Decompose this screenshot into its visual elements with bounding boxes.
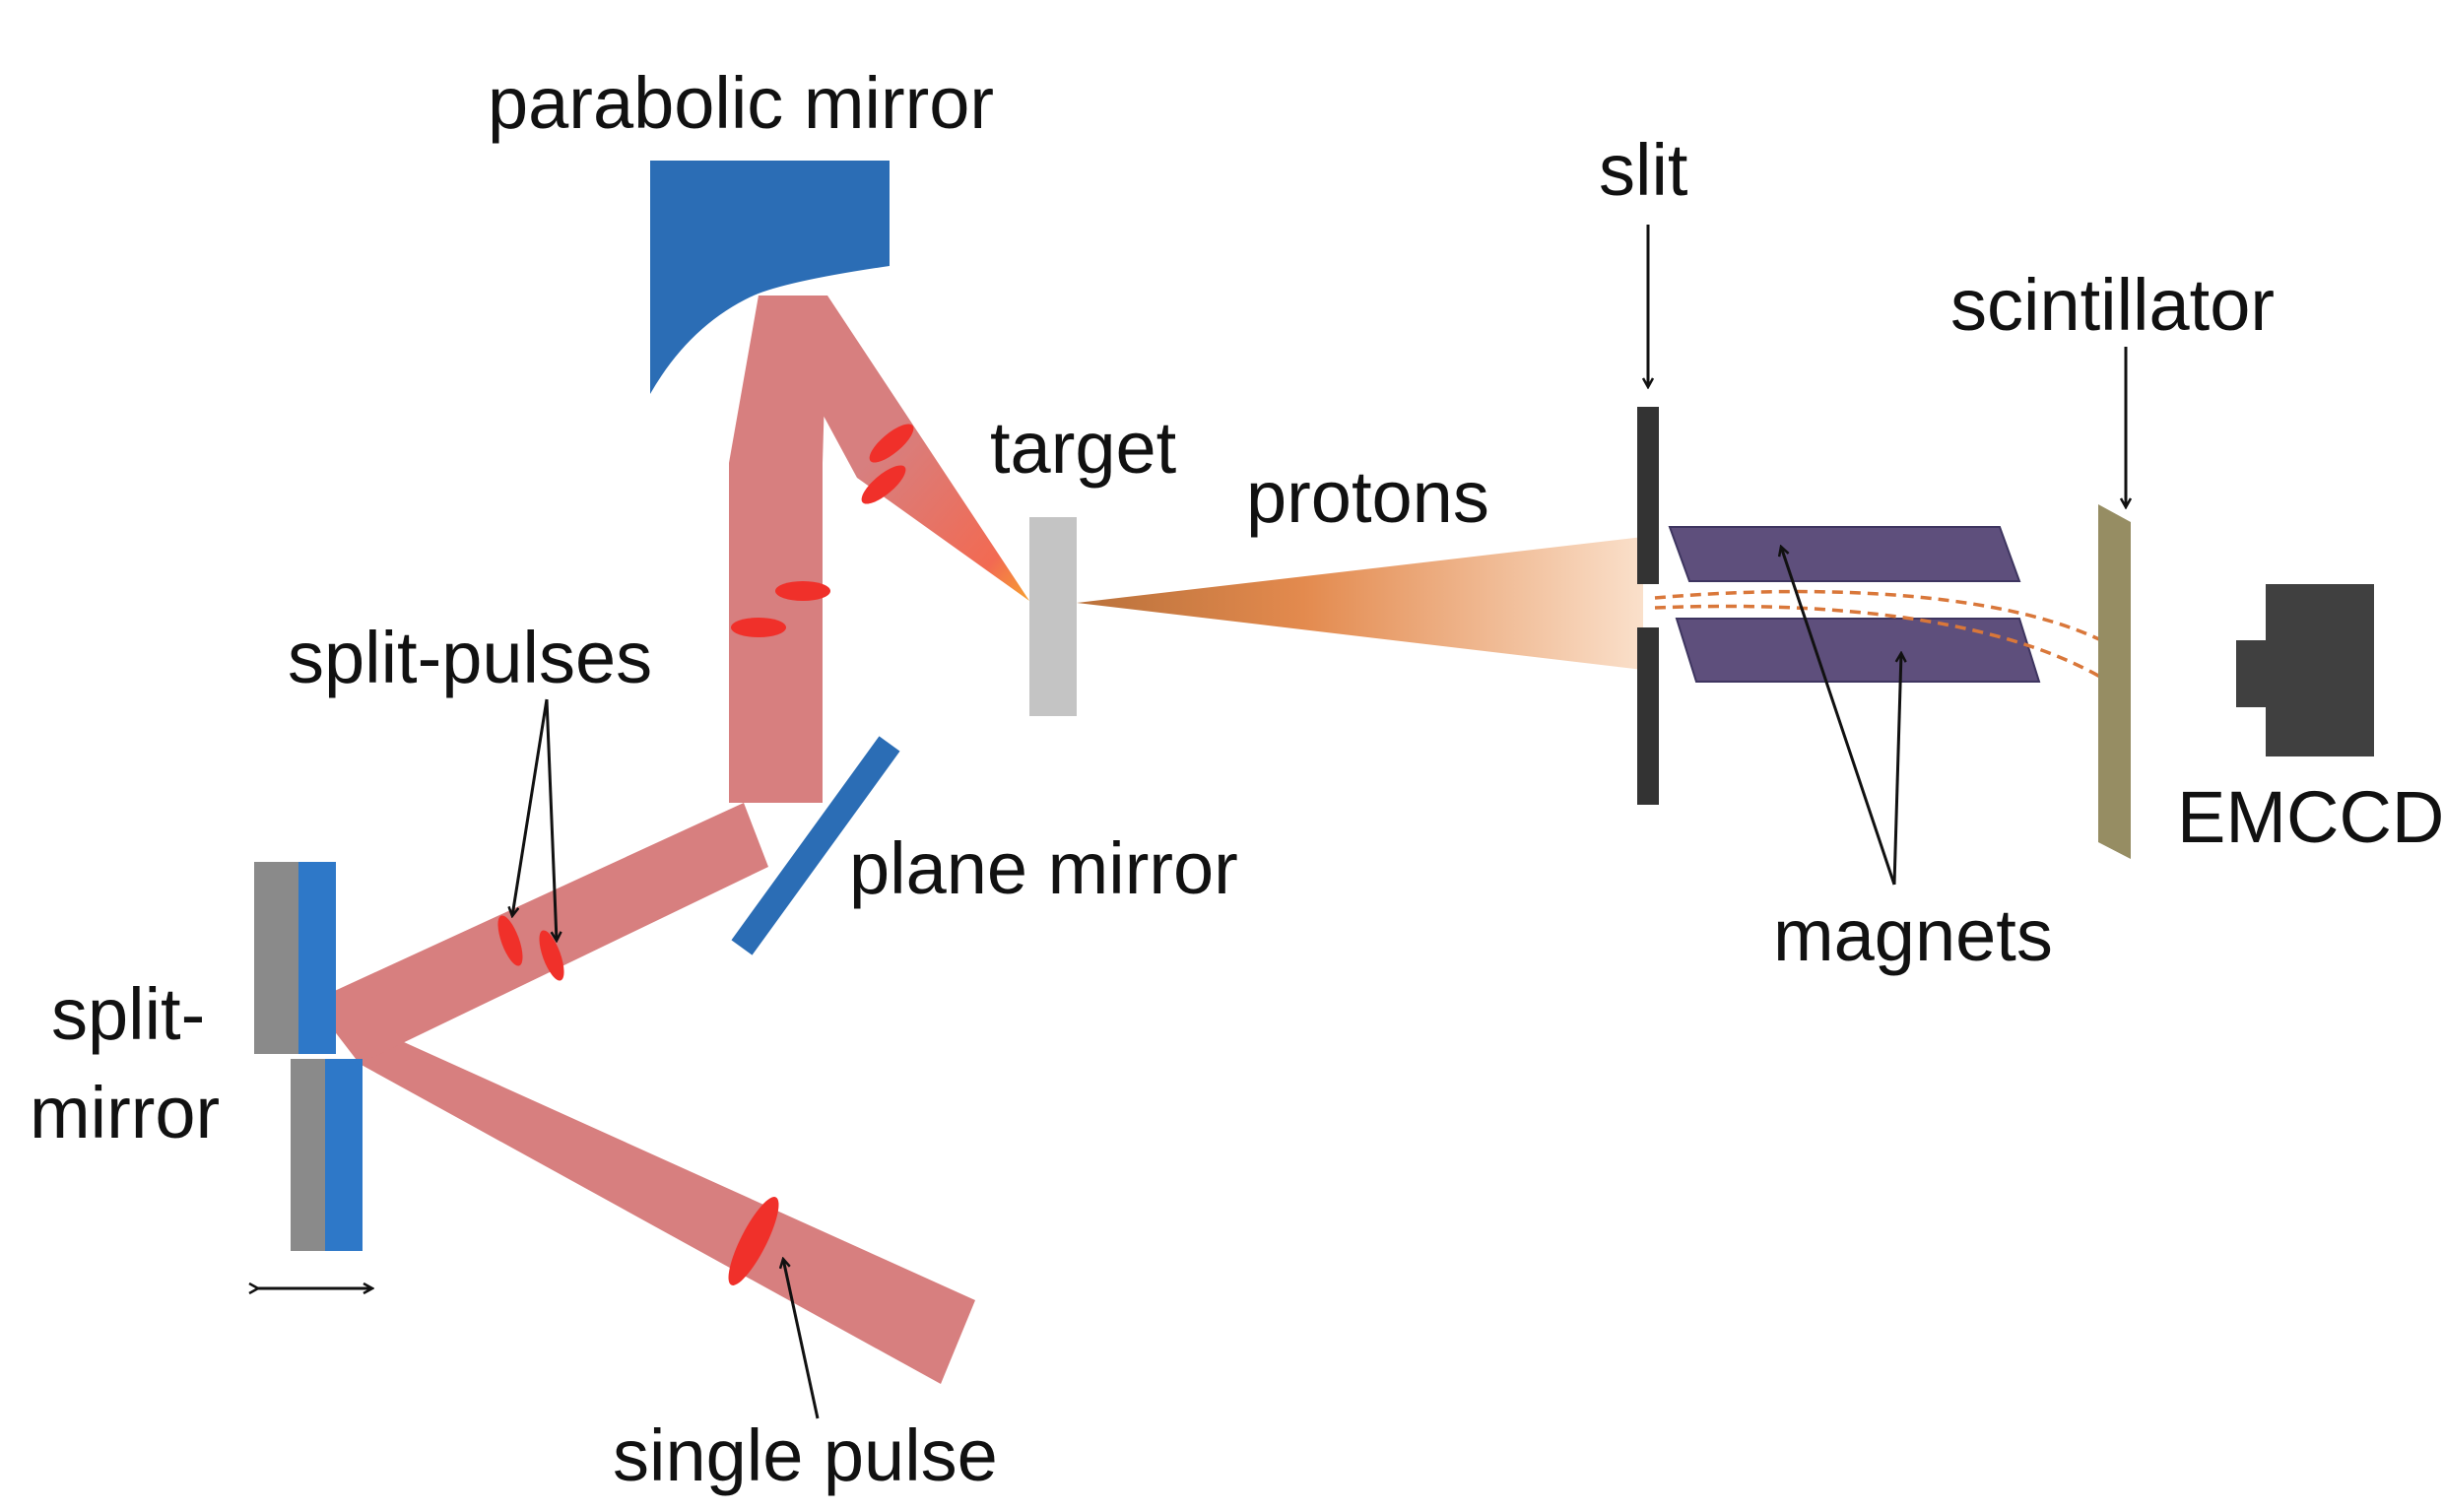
parabolic-mirror — [650, 161, 890, 394]
split-pulses-arrow — [512, 698, 549, 916]
trajectory — [1654, 589, 2129, 657]
single-pulse-arrow — [783, 1259, 820, 1419]
label-slit: slit — [1599, 129, 1688, 211]
label-scintillator: scintillator — [1950, 264, 2275, 346]
label-parabolic-mirror: parabolic mirror — [488, 62, 994, 144]
emccd-camera — [2236, 584, 2374, 756]
label-magnets: magnets — [1773, 894, 2053, 976]
label-split-mirror-line1: split- — [51, 973, 205, 1055]
label-emccd: EMCCD — [2177, 776, 2443, 858]
split-mirror-substrate-lower — [291, 1059, 330, 1251]
split-mirror-surface-upper — [298, 862, 336, 1054]
split-pulse — [869, 424, 914, 463]
label-plane-mirror: plane mirror — [849, 827, 1238, 909]
split-pulse — [539, 930, 564, 981]
single-pulse — [728, 1197, 779, 1285]
magnets-arrow — [1781, 547, 1896, 886]
emccd-body — [2266, 584, 2374, 756]
split-mirror — [254, 862, 363, 1251]
magnets-arrow — [1892, 653, 1901, 886]
split-pulse — [731, 618, 786, 637]
split-pulse — [497, 915, 523, 966]
target — [1029, 517, 1077, 716]
split-pulse — [775, 581, 830, 601]
slit — [1637, 407, 1659, 805]
label-protons: protons — [1246, 456, 1489, 538]
magnet-lower — [1675, 618, 2041, 683]
split-mirror-surface-lower — [325, 1059, 363, 1251]
split-pulse — [861, 465, 906, 504]
labels: parabolic mirror slit scintillator targe… — [30, 62, 2443, 1496]
label-split-mirror-line2: mirror — [30, 1072, 220, 1153]
pointer-arrows — [512, 225, 2126, 1419]
proton-trajectories — [1654, 589, 2130, 696]
slit-upper-jaw — [1637, 407, 1659, 584]
trajectory — [1654, 604, 2130, 696]
emccd-lens — [2236, 640, 2268, 707]
label-single-pulse: single pulse — [613, 1414, 998, 1496]
magnet-upper — [1668, 526, 2021, 582]
single-pulse-beam — [310, 1000, 975, 1384]
scintillator — [2098, 504, 2131, 859]
slit-lower-jaw — [1637, 627, 1659, 805]
plane-mirror — [731, 736, 900, 955]
split-pulses-arrow — [545, 698, 557, 941]
split-mirror-substrate-upper — [254, 862, 298, 1054]
label-target: target — [990, 407, 1177, 489]
label-split-pulses: split-pulses — [288, 617, 652, 698]
proton-beam — [1077, 537, 1643, 670]
split-pulses-group — [497, 424, 914, 1285]
